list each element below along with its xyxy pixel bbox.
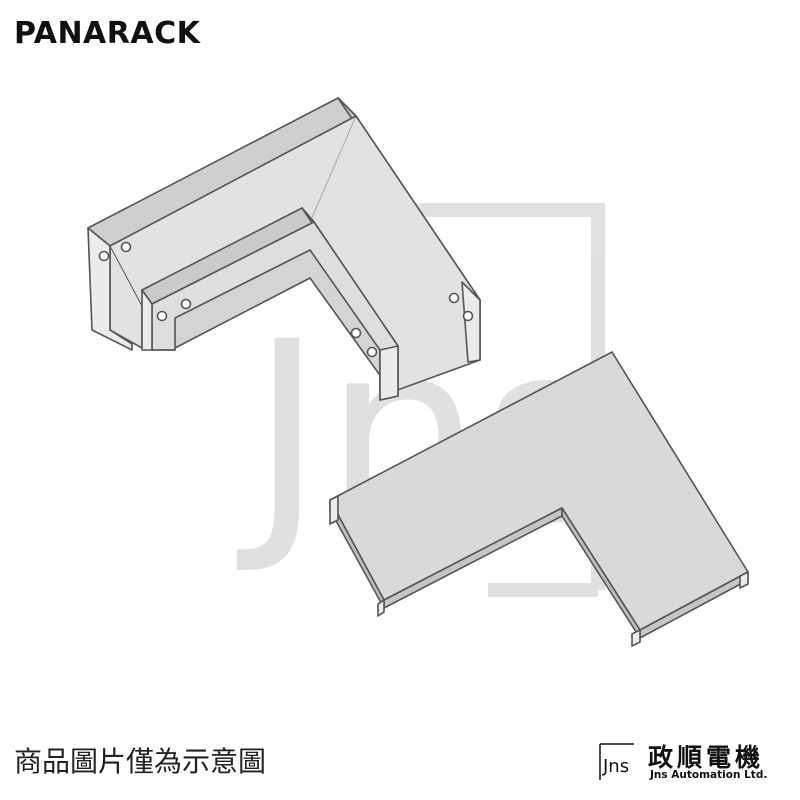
tray-elbow-icon [87,97,481,401]
logo-mark-text: Jns [602,756,629,777]
tray-cover-icon [329,351,749,647]
jns-logo-icon: Jns [599,743,634,780]
image-disclaimer: 商品圖片僅為示意圖 [14,745,267,778]
company-name-en: Jns Automation Ltd. [650,769,768,781]
brand-title: PANARACK [14,16,201,51]
company-name-cn: 政順電機 [648,743,765,772]
company-logo: Jns 政順電機 Jns Automation Ltd. [598,738,788,786]
